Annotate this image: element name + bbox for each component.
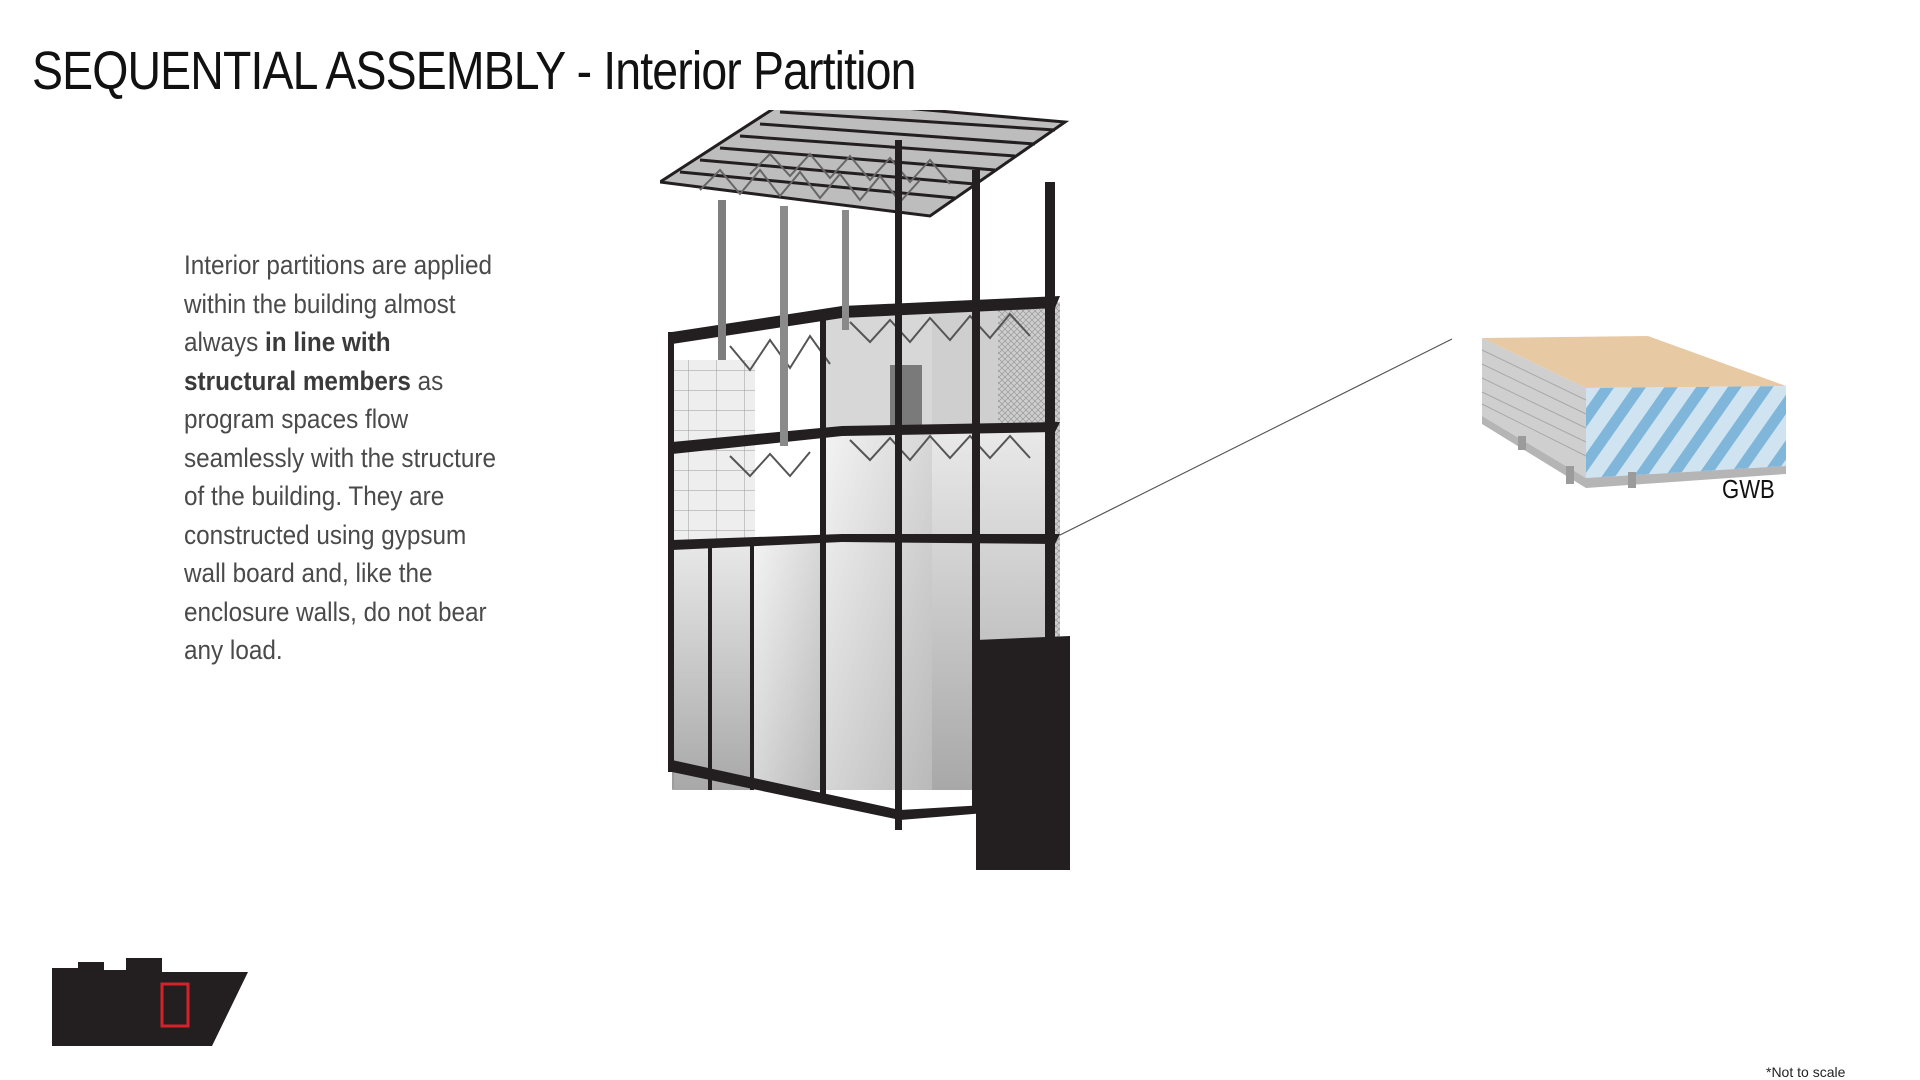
description-emphasis: in line with structural members <box>184 327 411 396</box>
description-part-1: Interior partitions are applied within t… <box>184 250 492 357</box>
gwb-label: GWB <box>1722 474 1775 504</box>
not-to-scale-note: *Not to scale <box>1766 1064 1846 1080</box>
gypsum-wall-board-sample <box>1481 336 1786 488</box>
building-silhouette-logo <box>52 958 248 1046</box>
building-section-illustration <box>660 110 1070 870</box>
description-part-2: as program spaces flow seamlessly with t… <box>184 365 496 666</box>
slide-title: SEQUENTIAL ASSEMBLY - Interior Partition <box>32 41 916 101</box>
description-paragraph: Interior partitions are applied within t… <box>184 246 508 670</box>
